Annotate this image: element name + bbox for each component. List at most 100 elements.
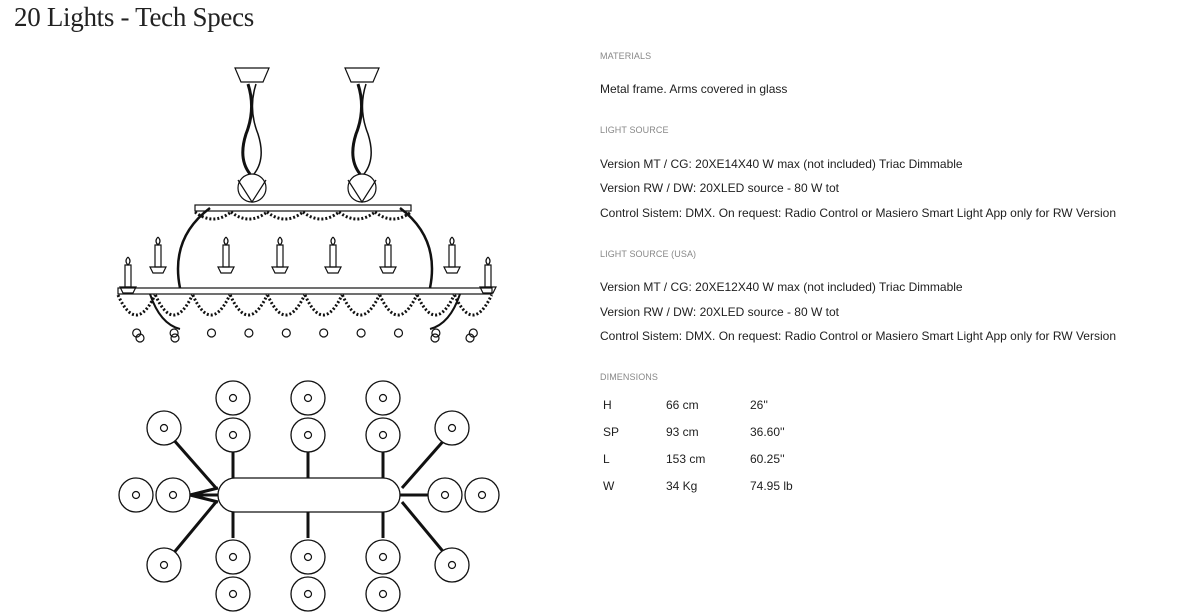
bead-garland: [191, 294, 232, 317]
bulb-circle: [434, 410, 470, 446]
arm: [170, 437, 218, 489]
bulb-circle: [146, 547, 182, 583]
candle-cup: [379, 266, 397, 274]
bulb-center: [228, 430, 238, 440]
bulb-circle: [118, 477, 154, 513]
bulb-center: [228, 552, 238, 562]
bead-garland: [266, 210, 304, 221]
crystal-drop: [170, 333, 180, 343]
crystal-drop: [356, 328, 366, 338]
bulb-circle: [427, 477, 463, 513]
crystal-drop: [431, 328, 441, 338]
arm: [149, 293, 461, 330]
bulb-center: [447, 560, 457, 570]
arm: [400, 437, 448, 489]
upper-frame: [194, 204, 412, 212]
ceiling-canopy: [344, 67, 380, 83]
crystal-drop: [430, 333, 440, 343]
bead-garland: [341, 294, 381, 317]
light-source-usa-line: Control Sistem: DMX. On request: Radio C…: [600, 329, 1116, 343]
bead-garland: [338, 210, 376, 221]
candle: [329, 244, 337, 268]
bulb-circle: [215, 417, 251, 453]
candle-cup: [443, 266, 461, 274]
front-view-drawing: [116, 67, 497, 343]
flame: [330, 236, 336, 246]
dimension-row: L 153 cm 60.25'': [600, 452, 900, 468]
bead-garland: [415, 294, 456, 317]
crystal-drop: [281, 328, 291, 338]
dimension-metric: 34 Kg: [666, 479, 698, 493]
candle-cup: [479, 286, 497, 294]
bulb-circle: [215, 576, 251, 612]
bulb-circle: [155, 477, 191, 513]
candle-cup: [324, 266, 342, 274]
dimension-imperial: 74.95 lb: [750, 479, 793, 493]
candle: [276, 244, 284, 268]
flame: [449, 236, 455, 246]
chandelier-drawing: [116, 67, 500, 612]
bead-garland: [378, 294, 419, 317]
bulb-circle: [434, 547, 470, 583]
bulb-center: [447, 423, 457, 433]
bulb-center: [477, 490, 487, 500]
bulb-center: [159, 423, 169, 433]
bulb-circle: [365, 539, 401, 575]
bead-garland: [154, 294, 194, 317]
lower-frame: [117, 287, 493, 295]
central-frame: [217, 477, 401, 513]
chain: [251, 83, 262, 175]
bulb-circle: [290, 576, 326, 612]
ornament: [237, 179, 267, 204]
crystal-drop: [468, 328, 478, 338]
crystal-drop: [465, 333, 475, 343]
light-source-line: Version RW / DW: 20XLED source - 80 W to…: [600, 181, 839, 195]
dimension-key: SP: [603, 425, 620, 439]
bead-garland: [230, 210, 268, 221]
candle: [484, 264, 492, 288]
crystal-drop: [169, 328, 179, 338]
dimension-imperial: 60.25'': [750, 452, 785, 466]
bulb-center: [131, 490, 141, 500]
bead-garland: [116, 294, 157, 317]
dimension-metric: 93 cm: [666, 425, 699, 439]
bulb-center: [378, 430, 388, 440]
bead-garland: [303, 294, 344, 317]
dimension-key: W: [603, 479, 615, 493]
chain: [361, 83, 372, 175]
bulb-center: [228, 589, 238, 599]
crystal-drop: [319, 328, 329, 338]
light-source-line: Control Sistem: DMX. On request: Radio C…: [600, 206, 1116, 220]
candle: [154, 244, 162, 268]
dimension-metric: 153 cm: [666, 452, 706, 466]
flame: [385, 236, 391, 246]
dimension-metric: 66 cm: [666, 398, 699, 412]
arm: [400, 501, 448, 556]
dimension-key: L: [603, 452, 610, 466]
bulb-center: [228, 393, 238, 403]
flame: [223, 236, 229, 246]
chain: [241, 83, 253, 175]
bulb-circle: [464, 477, 500, 513]
bulb-center: [303, 589, 313, 599]
ornament: [347, 173, 377, 203]
candle-cup: [217, 266, 235, 274]
bead-garland: [302, 210, 340, 221]
light-source-usa-line: Version MT / CG: 20XE12X40 W max (not in…: [600, 280, 963, 294]
bulb-circle: [290, 380, 326, 416]
ornament: [237, 173, 267, 203]
bead-garland: [453, 294, 493, 317]
crystal-drop: [244, 328, 254, 338]
arm: [176, 207, 434, 289]
crystal-drop: [393, 328, 404, 338]
bulb-circle: [215, 380, 251, 416]
bulb-circle: [290, 539, 326, 575]
candle: [384, 244, 392, 268]
materials-text: Metal frame. Arms covered in glass: [600, 82, 788, 96]
candle: [222, 244, 230, 268]
bulb-center: [168, 490, 178, 500]
light-source-line: Version MT / CG: 20XE14X40 W max (not in…: [600, 157, 963, 171]
ornament: [347, 179, 377, 204]
